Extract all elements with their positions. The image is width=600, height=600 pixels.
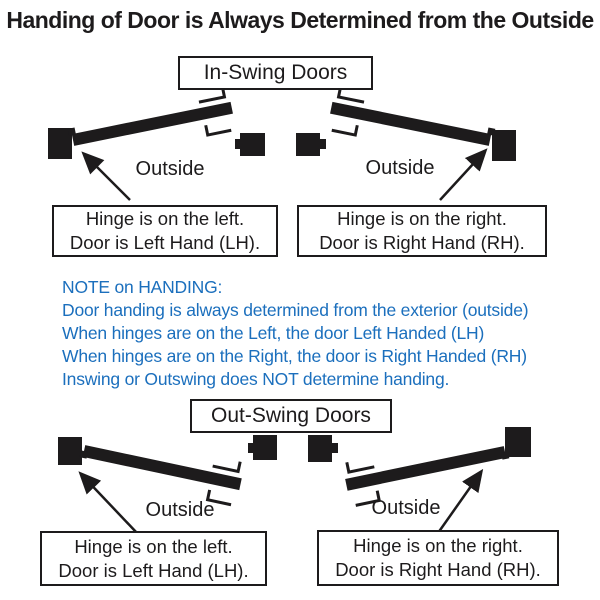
page-title: Handing of Door is Always Determined fro…	[6, 7, 594, 33]
door-handle-icon	[204, 124, 232, 137]
door-handle-icon	[345, 461, 375, 474]
hinge-pointer-arrow	[81, 151, 131, 201]
in-swing-left-drawing: Outside	[48, 86, 265, 201]
outside-label: Outside	[136, 158, 205, 180]
door-handle-icon	[336, 86, 365, 104]
door-handle-icon	[331, 124, 359, 137]
in-swing-header-label: In-Swing Doors	[203, 61, 348, 84]
door-slab-group	[330, 86, 496, 146]
handing-note: NOTE on HANDING: Door handing is always …	[62, 276, 592, 391]
hinge-pin	[79, 450, 88, 459]
door-handle-icon	[355, 490, 381, 507]
outside-label: Outside	[146, 499, 215, 521]
door-handle-icon	[198, 86, 227, 104]
out-swing-left-caption: Hinge is on the left. Door is Left Hand …	[40, 531, 267, 586]
door-slab	[330, 101, 492, 146]
out-swing-header-label: Out-Swing Doors	[211, 404, 371, 427]
caption-line: Hinge is on the left.	[85, 208, 245, 229]
caption-line: Hinge is on the right.	[353, 535, 523, 556]
out-swing-header-box: Out-Swing Doors	[190, 399, 392, 433]
in-swing-left-caption: Hinge is on the left. Door is Left Hand …	[52, 205, 278, 257]
out-swing-left-diagram: Outside	[30, 425, 280, 545]
outside-label: Outside	[372, 497, 441, 519]
hinge-jamb-square	[48, 128, 72, 159]
caption-line: Door is Right Hand (RH).	[319, 232, 525, 253]
note-line: NOTE on HANDING:	[62, 277, 223, 297]
in-swing-right-drawing: Outside	[296, 86, 516, 201]
strike-notch	[248, 443, 254, 453]
note-line: When hinges are on the Left, the door Le…	[62, 323, 485, 343]
caption-line: Door is Right Hand (RH).	[335, 559, 541, 580]
in-swing-right-diagram: Outside	[295, 86, 545, 213]
hinge-pointer-arrow	[78, 471, 138, 534]
caption-line: Hinge is on the right.	[337, 208, 507, 229]
note-line: Door handing is always determined from t…	[62, 300, 529, 320]
hinge-pin	[67, 127, 76, 136]
caption-line: Door is Left Hand (LH).	[69, 232, 261, 253]
in-swing-left-diagram: Outside	[30, 86, 280, 213]
in-swing-header-box: In-Swing Doors	[178, 56, 373, 90]
door-slab-group	[67, 86, 233, 146]
door-slab	[345, 446, 507, 491]
note-line: When hinges are on the Right, the door i…	[62, 346, 527, 366]
note-line: Inswing or Outswing does NOT determine h…	[62, 369, 450, 389]
strike-notch	[320, 139, 326, 149]
latch-jamb-square	[296, 133, 320, 156]
in-swing-right-caption: Hinge is on the right. Door is Right Han…	[297, 205, 547, 257]
door-handle-icon	[212, 461, 242, 474]
hinge-pointer-arrow	[439, 148, 488, 201]
hinge-jamb-square	[505, 427, 531, 457]
latch-jamb-square	[308, 435, 332, 462]
door-slab	[82, 445, 242, 491]
strike-notch	[332, 443, 338, 453]
door-slab-group	[79, 445, 242, 507]
door-handle-icon	[205, 489, 232, 507]
hinge-pointer-arrow	[436, 468, 484, 534]
hinge-jamb-square	[58, 437, 82, 465]
outside-label: Outside	[366, 157, 435, 179]
strike-notch	[235, 139, 241, 149]
caption-line: Door is Left Hand (LH).	[58, 559, 249, 581]
out-swing-right-drawing: Outside	[308, 427, 531, 534]
out-swing-right-diagram: Outside	[295, 425, 570, 545]
latch-jamb-square	[240, 133, 265, 156]
hinge-jamb-square	[492, 130, 516, 161]
latch-jamb-square	[253, 435, 277, 460]
caption-line: Hinge is on the left.	[74, 535, 233, 557]
door-slab	[71, 101, 233, 146]
door-slab-group	[345, 446, 510, 507]
out-swing-left-drawing: Outside	[58, 435, 277, 534]
out-swing-right-caption: Hinge is on the right. Door is Right Han…	[317, 530, 559, 586]
